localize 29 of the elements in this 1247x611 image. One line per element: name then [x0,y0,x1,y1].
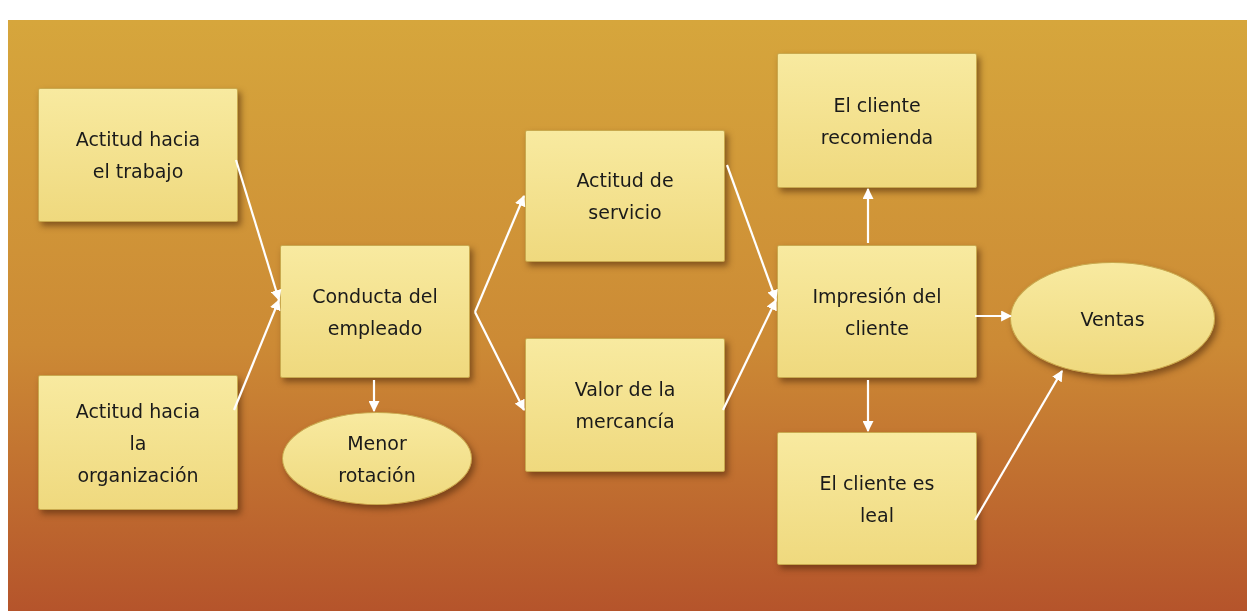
arrow [233,299,281,411]
process-box [777,53,977,188]
arrow [234,159,282,302]
arrow [474,195,526,313]
node-label: Conducta del empleado [311,283,439,341]
process-box [525,130,725,262]
arrow [474,311,525,411]
arrow [722,299,777,411]
process-box [777,432,977,565]
arrow [368,380,380,413]
process-box [525,338,725,472]
process-box [280,245,470,378]
node-label: Impresión del cliente [811,283,943,341]
process-box [777,245,977,378]
node-label: El cliente es leal [818,470,936,528]
arrow [862,380,874,433]
process-box [38,88,238,222]
process-box [38,375,238,510]
node-label: Actitud hacia el trabajo [74,127,202,184]
node-label: Actitud de servicio [575,168,675,225]
arrow [975,310,1013,322]
node-label: Actitud hacia la organización [74,398,202,488]
node-label: El cliente recomienda [819,92,935,150]
arrow [862,187,874,243]
node-label: Valor de la mercancía [573,377,677,434]
node-label: Menor rotación [337,430,417,488]
node-label: Ventas [1080,306,1145,332]
arrow [725,164,778,302]
arrow [974,370,1063,521]
